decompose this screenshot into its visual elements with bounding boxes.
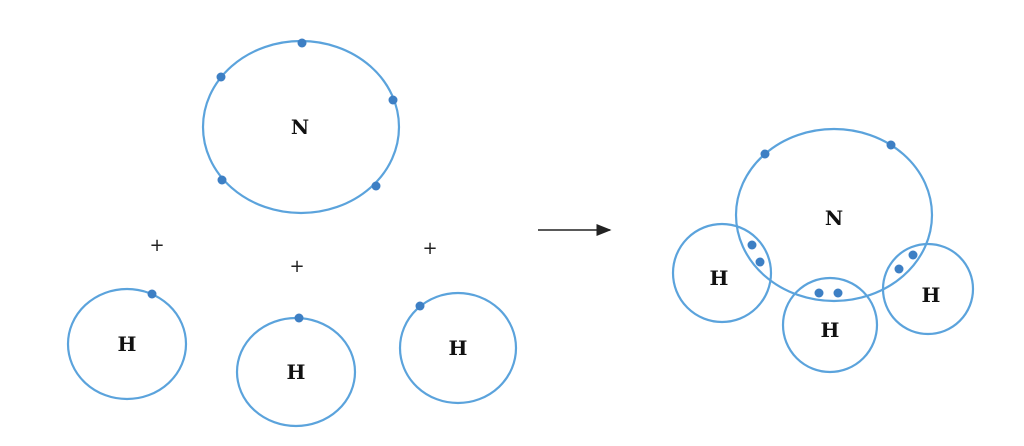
reactant-hydrogen-atom: H bbox=[398, 291, 518, 405]
hydrogen-shell bbox=[671, 222, 773, 324]
electron bbox=[886, 140, 896, 150]
reactant-nitrogen-atom: N bbox=[201, 38, 401, 215]
electron bbox=[760, 149, 770, 159]
nitrogen-label: N bbox=[291, 115, 309, 139]
electron bbox=[297, 38, 307, 48]
nitrogen-label: N bbox=[825, 206, 843, 230]
electron bbox=[894, 264, 904, 274]
hydrogen-label: H bbox=[710, 266, 729, 290]
hydrogen-label: H bbox=[922, 283, 941, 307]
product-ammonia-molecule: N H H H bbox=[671, 127, 975, 374]
electron bbox=[217, 175, 227, 185]
reactant-hydrogen-atom: H bbox=[235, 313, 357, 428]
electron bbox=[814, 288, 824, 298]
electron bbox=[833, 288, 843, 298]
electron bbox=[908, 250, 918, 260]
electron bbox=[294, 313, 304, 323]
plus-sign: + bbox=[289, 256, 304, 277]
electron bbox=[755, 257, 765, 267]
plus-sign: + bbox=[422, 238, 437, 259]
plus-sign: + bbox=[149, 235, 164, 256]
hydrogen-label: H bbox=[118, 332, 137, 356]
electron bbox=[371, 181, 381, 191]
hydrogen-shell bbox=[781, 276, 879, 374]
electron bbox=[216, 72, 226, 82]
electron bbox=[388, 95, 398, 105]
nitrogen-shell bbox=[734, 127, 934, 303]
hydrogen-shell bbox=[881, 242, 975, 336]
reactant-hydrogen-atom: H bbox=[66, 287, 188, 401]
electron bbox=[747, 240, 757, 250]
hydrogen-label: H bbox=[287, 360, 306, 384]
hydrogen-label: H bbox=[821, 318, 840, 342]
electron bbox=[147, 289, 157, 299]
electron bbox=[415, 301, 425, 311]
hydrogen-label: H bbox=[449, 336, 468, 360]
